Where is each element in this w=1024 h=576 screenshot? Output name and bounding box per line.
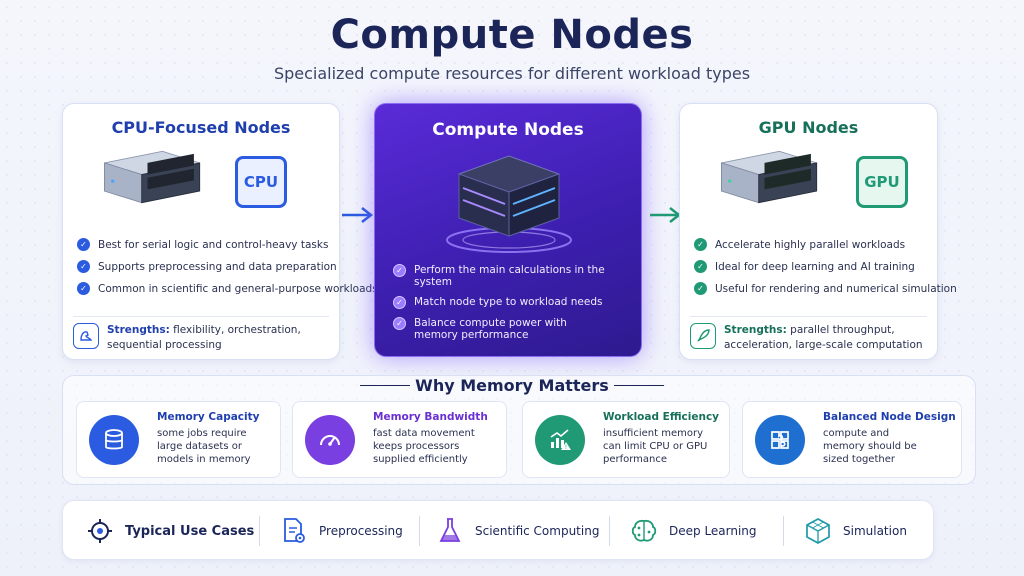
divider [259,516,260,546]
database-icon [89,415,139,465]
use-case-preprocessing: Preprocessing [279,501,403,561]
list-item: ✓Supports preprocessing and data prepara… [77,260,378,273]
use-case-deep-learning: Deep Learning [629,501,757,561]
arrow-right-icon [342,207,374,223]
cpu-chip-icon: CPU [235,156,287,208]
divider [614,385,664,386]
check-icon: ✓ [694,238,707,251]
check-icon: ✓ [77,260,90,273]
target-icon [85,516,115,546]
check-icon: ✓ [694,260,707,273]
divider [419,516,420,546]
compute-node-cube-icon [446,155,572,253]
gpu-strengths: Strengths: parallel throughput, accelera… [690,316,927,354]
balanced-node-design-card: Balanced Node Design compute and memory … [742,401,962,478]
gpu-nodes-card: GPU Nodes GPU ✓Accelerate highly paralle… [679,103,957,360]
gpu-server-icon [721,150,818,204]
list-item: ✓Perform the main calculations in the sy… [393,264,641,288]
memory-section-title: Why Memory Matters [415,376,609,395]
center-bullet-list: ✓Perform the main calculations in the sy… [393,264,641,349]
flexed-arm-icon [73,323,99,349]
use-case-simulation: Simulation [803,501,907,561]
divider [609,516,610,546]
cpu-strengths: Strengths: flexibility, orchestration, s… [73,316,329,354]
list-item: ✓Ideal for deep learning and AI training [694,260,957,273]
puzzle-icon [755,415,805,465]
check-icon: ✓ [393,317,406,330]
cpu-server-icon [104,150,201,204]
rocket-icon [690,323,716,349]
use-case-scientific-computing: Scientific Computing [435,501,599,561]
cpu-bullet-list: ✓Best for serial logic and control-heavy… [77,238,378,304]
list-item: ✓Useful for rendering and numerical simu… [694,282,957,295]
divider [360,385,410,386]
cube-grid-icon [803,516,833,546]
list-item: ✓Match node type to workload needs [393,296,641,309]
workload-efficiency-card: ! Workload Efficiency insufficient memor… [522,401,730,478]
gpu-bullet-list: ✓Accelerate highly parallel workloads ✓I… [694,238,957,304]
gpu-chip-icon: GPU [856,156,908,208]
use-cases-heading: Typical Use Cases [85,501,254,561]
memory-capacity-card: Memory Capacity some jobs require large … [76,401,281,478]
page-title: Compute Nodes [330,12,694,58]
memory-bandwidth-card: Memory Bandwidth fast data movement keep… [292,401,507,478]
use-cases-bar: Typical Use Cases Preprocessing Scientif… [62,500,934,560]
document-gear-icon [279,516,309,546]
check-icon: ✓ [393,296,406,309]
chart-warning-icon: ! [535,415,585,465]
check-icon: ✓ [77,282,90,295]
list-item: ✓Accelerate highly parallel workloads [694,238,957,251]
cpu-nodes-card: CPU-Focused Nodes CPU ✓Best for serial l… [62,103,378,360]
svg-text:!: ! [565,444,567,451]
speedometer-icon [305,415,355,465]
cpu-card-title: CPU-Focused Nodes [111,118,291,137]
gpu-card-title: GPU Nodes [758,118,859,137]
flask-icon [435,516,465,546]
list-item: ✓Common in scientific and general-purpos… [77,282,378,295]
check-icon: ✓ [77,238,90,251]
divider [783,516,784,546]
center-card-title: Compute Nodes [432,120,584,140]
brain-icon [629,516,659,546]
page-subtitle: Specialized compute resources for differ… [273,64,751,83]
compute-nodes-card: Compute Nodes ✓Perform the main calculat… [374,103,642,357]
check-icon: ✓ [393,264,406,277]
list-item: ✓Best for serial logic and control-heavy… [77,238,378,251]
list-item: ✓Balance compute power with memory perfo… [393,317,593,341]
check-icon: ✓ [694,282,707,295]
